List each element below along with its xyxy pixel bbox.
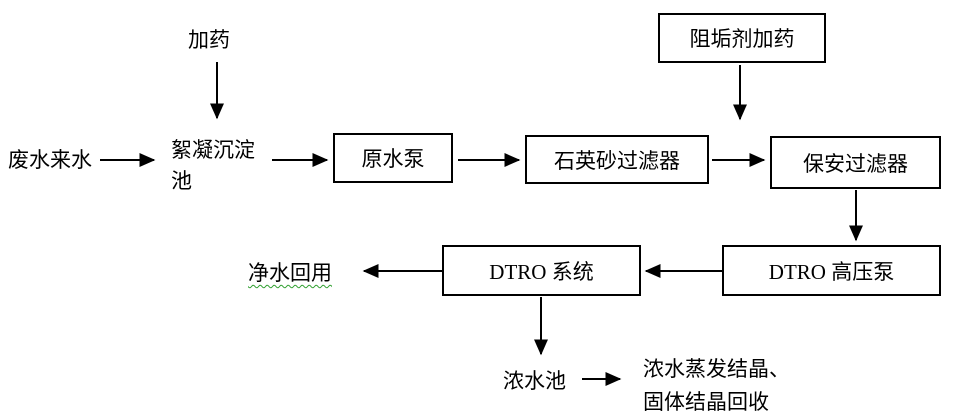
label-evaporation-line2: 固体结晶回收 (643, 390, 769, 414)
node-dtro-hp-pump-label: DTRO 高压泵 (768, 259, 895, 284)
label-clean-water-reuse: 净水回用 (248, 261, 332, 285)
node-quartz-sand-filter-label: 石英砂过滤器 (554, 148, 680, 173)
label-concentrate-tank: 浓水池 (503, 369, 566, 393)
label-evaporation: 浓水蒸发结晶、 固体结晶回收 (643, 353, 790, 417)
label-dosing: 加药 (188, 28, 230, 52)
node-security-filter-label: 保安过滤器 (803, 151, 908, 176)
node-raw-water-pump-label: 原水泵 (361, 147, 425, 171)
label-wastewater-inlet: 废水来水 (8, 148, 92, 172)
node-dtro-hp-pump: DTRO 高压泵 (722, 245, 941, 296)
label-evaporation-line1: 浓水蒸发结晶、 (643, 357, 790, 381)
node-raw-water-pump: 原水泵 (333, 133, 453, 183)
node-quartz-sand-filter: 石英砂过滤器 (525, 135, 709, 184)
node-antiscalant-dosing: 阻垢剂加药 (658, 13, 826, 63)
node-dtro-system: DTRO 系统 (442, 245, 641, 296)
label-flocculation-tank: 絮凝沉淀池 (171, 138, 255, 193)
node-dtro-system-label: DTRO 系统 (489, 259, 594, 284)
node-security-filter: 保安过滤器 (770, 136, 941, 189)
node-antiscalant-dosing-label: 阻垢剂加药 (689, 27, 795, 51)
